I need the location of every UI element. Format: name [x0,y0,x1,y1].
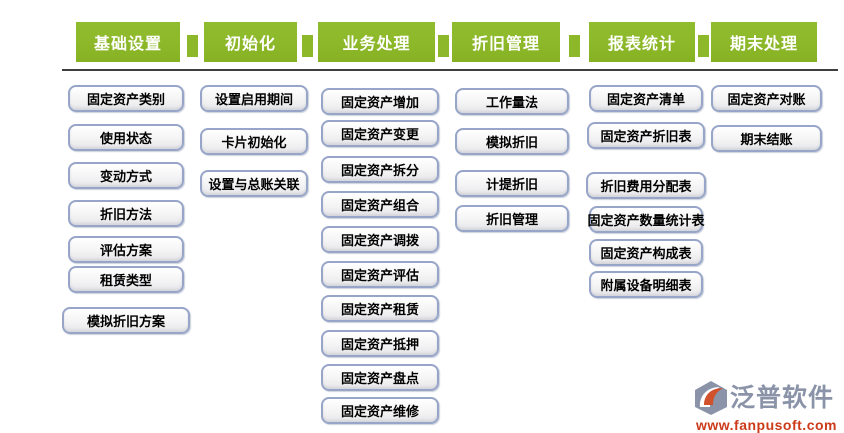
module-item: 折旧管理 [455,205,569,232]
tab-connector [697,35,709,57]
module-item: 固定资产抵押 [321,330,439,357]
module-item: 固定资产盘点 [321,364,439,391]
module-item: 折旧费用分配表 [586,172,706,199]
module-item: 期末结账 [711,125,822,152]
module-item: 固定资产清单 [589,85,703,112]
module-item: 租赁类型 [68,266,184,293]
module-item: 固定资产维修 [321,397,439,424]
module-item: 固定资产类别 [68,85,184,112]
logo: 泛普软件 www.fanpusoft.com [694,380,842,433]
logo-text: 泛普软件 [730,383,835,412]
module-item: 固定资产变更 [321,120,439,147]
module-tab: 基础设置 [76,22,180,62]
module-item: 固定资产拆分 [321,156,439,183]
module-item: 固定资产租赁 [321,295,439,322]
module-item: 模拟折旧 [455,128,569,155]
module-tab: 报表统计 [589,22,695,62]
module-tab: 业务处理 [318,22,435,62]
module-item: 固定资产折旧表 [587,122,705,149]
module-item: 计提折旧 [455,170,569,197]
module-item: 折旧方法 [68,200,184,227]
module-item: 设置启用期间 [200,85,308,112]
module-item: 工作量法 [455,88,569,115]
module-tab: 折旧管理 [452,22,560,62]
module-item: 固定资产评估 [321,261,439,288]
module-item: 卡片初始化 [200,128,308,155]
module-tab: 期末处理 [711,22,817,62]
module-item: 变动方式 [68,162,184,189]
module-item: 固定资产调拨 [321,226,439,253]
logo-url: www.fanpusoft.com [696,417,837,433]
module-tab: 初始化 [204,22,297,62]
module-item: 固定资产组合 [321,191,439,218]
module-item: 固定资产增加 [321,88,439,115]
module-item: 使用状态 [68,124,184,151]
logo-icon [694,380,728,416]
module-item: 模拟折旧方案 [62,307,190,334]
tab-connector [186,35,198,57]
module-item: 固定资产构成表 [589,239,703,266]
tab-connector [438,35,449,57]
tab-connector [302,35,313,57]
module-item: 评估方案 [68,236,184,263]
tab-connector [569,35,580,57]
header-divider [62,69,838,71]
module-item: 设置与总账关联 [200,170,308,197]
module-item: 附属设备明细表 [589,271,703,298]
module-item: 固定资产对账 [711,85,822,112]
module-item: 固定资产数量统计表 [588,206,705,233]
